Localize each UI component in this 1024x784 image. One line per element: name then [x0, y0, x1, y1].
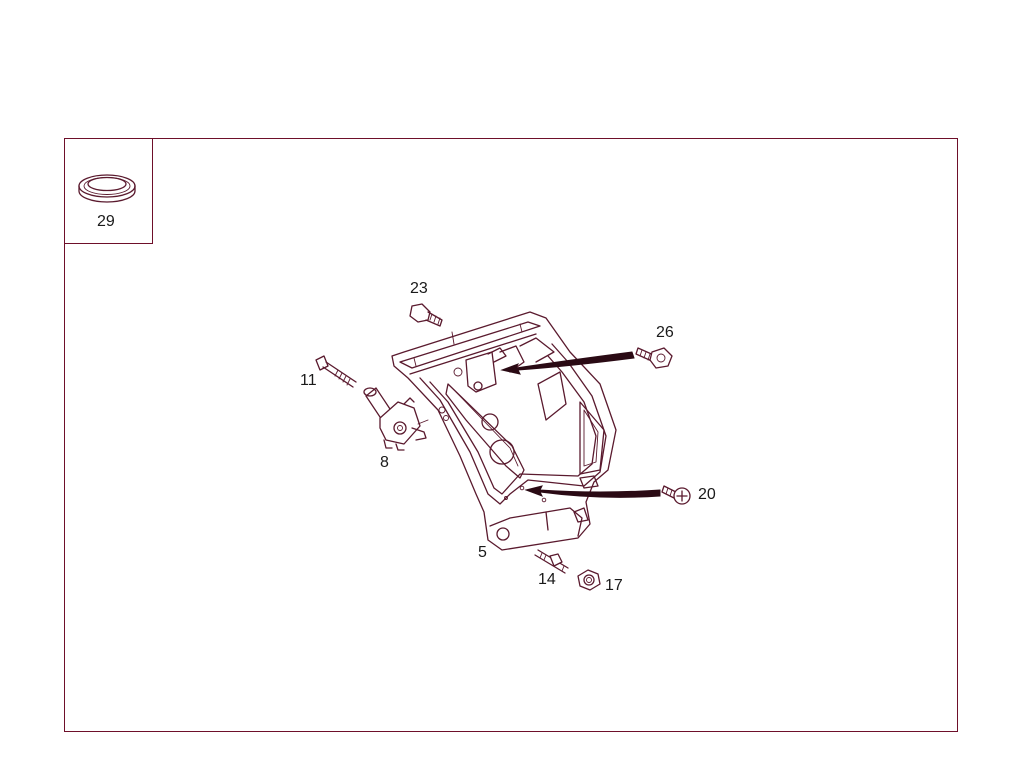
callout-26: 26 [656, 324, 674, 341]
screw-20 [661, 485, 691, 505]
bolt-23 [409, 303, 443, 327]
stud-bolt-14 [534, 549, 569, 574]
window-motor [363, 387, 429, 451]
callout-20: 20 [698, 486, 716, 503]
callout-29: 29 [97, 213, 115, 230]
hex-nut-17 [577, 569, 601, 591]
callout-5: 5 [478, 544, 487, 561]
callout-11: 11 [300, 372, 317, 389]
regulator-carrier-plate [391, 311, 617, 551]
callout-14: 14 [538, 571, 556, 588]
bolt-26 [635, 347, 673, 369]
callout-17: 17 [605, 577, 623, 594]
diagram-frame [64, 138, 958, 732]
arrow-20-to-plate [524, 485, 661, 498]
sealing-ring-icon [78, 174, 136, 203]
callout-23: 23 [410, 280, 428, 297]
callout-8: 8 [380, 454, 389, 471]
arrow-26-to-plate [500, 351, 635, 375]
bolt-11 [315, 355, 357, 388]
